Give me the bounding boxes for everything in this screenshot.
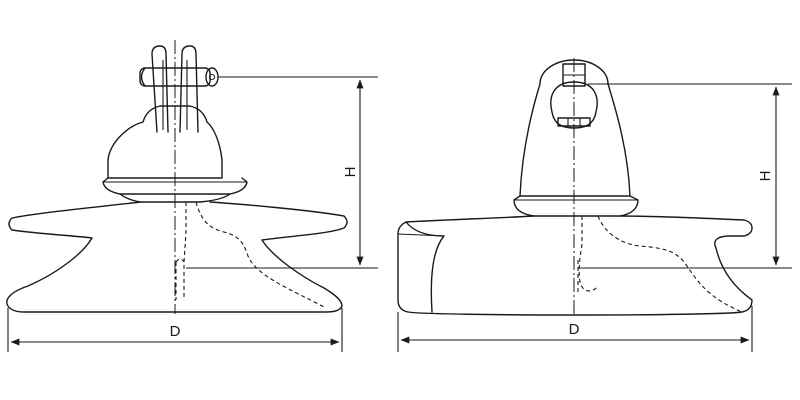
h-label-right: H	[757, 171, 774, 182]
metal-cap-socket	[519, 59, 631, 197]
clevis-prong-left	[151, 45, 169, 133]
socket-opening	[550, 81, 598, 129]
locking-key	[557, 117, 591, 127]
socket-insulator-drawing: H D	[397, 58, 792, 352]
metal-cap	[107, 105, 223, 179]
clevis-insulator-drawing: H D	[6, 40, 378, 352]
hidden-cement-profile	[195, 201, 327, 309]
d-label-right: D	[569, 321, 580, 338]
cotter-key	[205, 67, 219, 87]
porcelain-shed	[6, 201, 348, 313]
hidden-pin-socket	[578, 216, 599, 292]
d-label-left: D	[170, 323, 181, 340]
clevis-prong-right	[179, 45, 199, 133]
hidden-cement-socket	[597, 215, 743, 313]
cap-rim-socket	[513, 195, 639, 217]
porcelain-shed-flat	[397, 215, 753, 316]
h-label-left: H	[342, 167, 359, 178]
hidden-pin-outline	[183, 202, 187, 300]
